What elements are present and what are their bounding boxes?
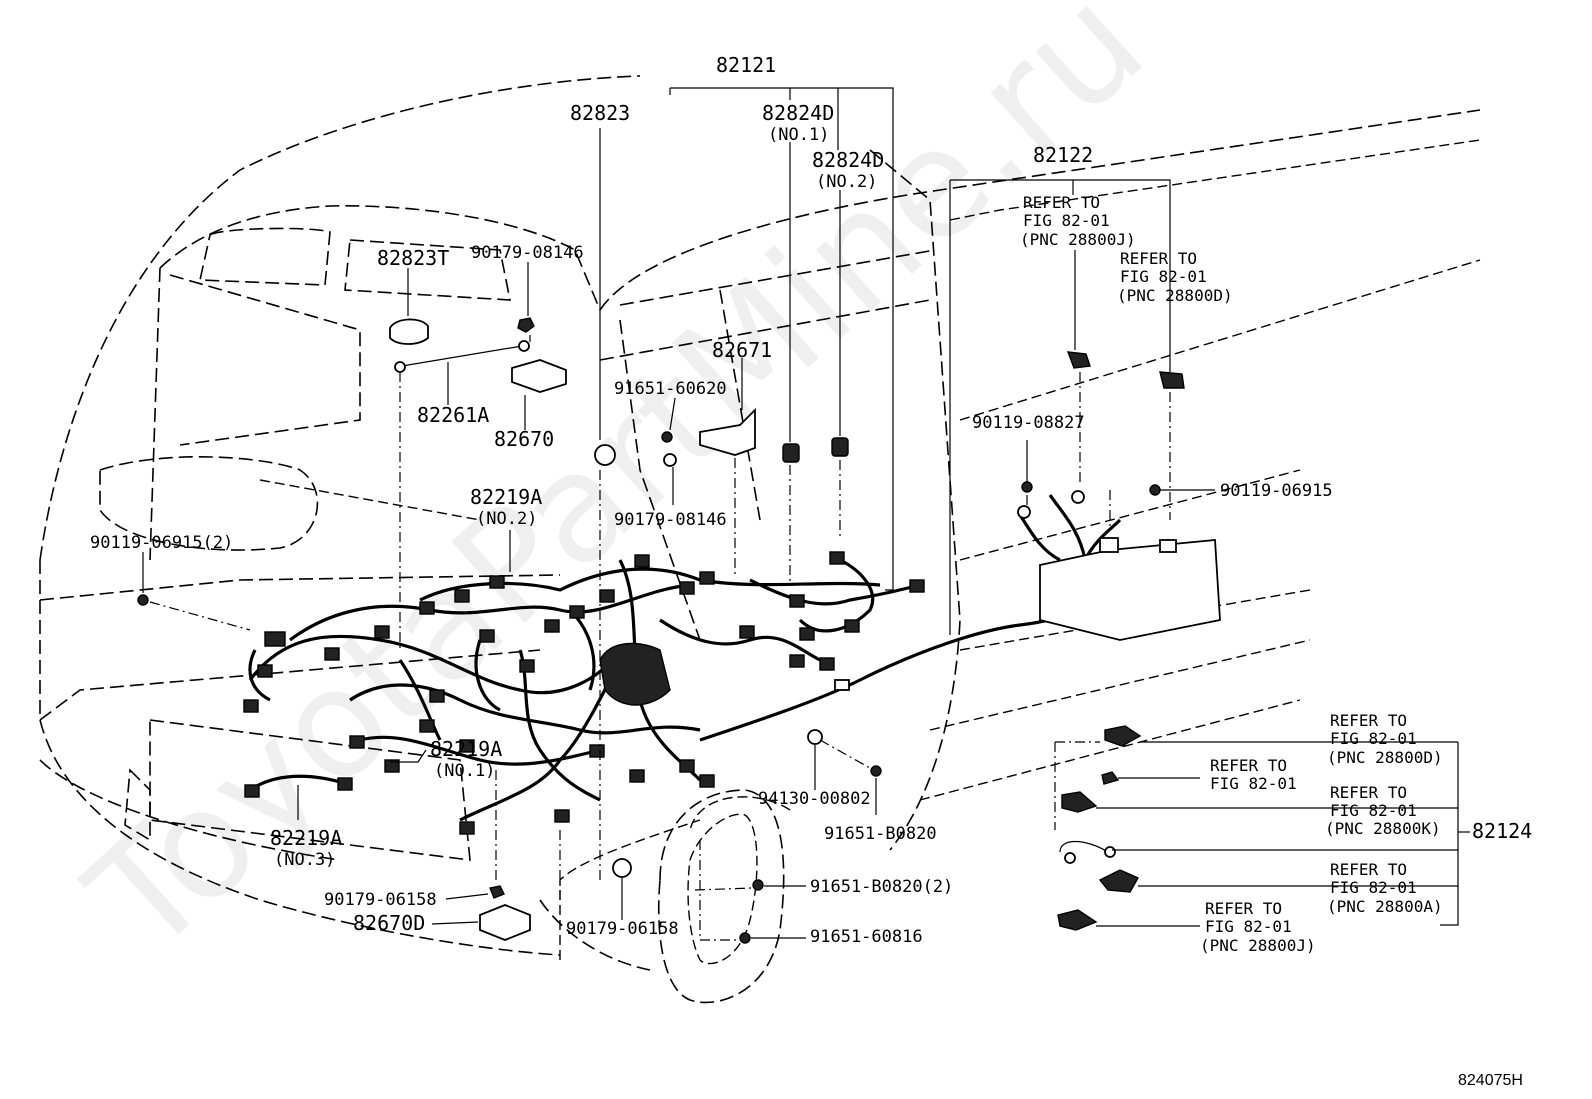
ref-2-line1: REFER TO — [1120, 249, 1197, 268]
label-90119-06915-2: 90119-06915(2) — [90, 533, 233, 553]
ref-6-line1: REFER TO — [1330, 860, 1407, 879]
ref-2-line2: FIG 82-01 — [1120, 267, 1207, 286]
label-82219a-no2: 82219A — [470, 485, 542, 509]
figure-code: 824075H — [1458, 1072, 1523, 1089]
label-82824d-no1: 82824D — [762, 101, 834, 125]
leader-lines — [142, 87, 1470, 941]
ref-5-line1: REFER TO — [1330, 783, 1407, 802]
label-82824d-no2: 82824D — [812, 148, 884, 172]
label-90119-08827: 90119-08827 — [972, 413, 1085, 433]
label-82219a-no3-sub: (NO.3) — [274, 850, 335, 870]
label-82670: 82670 — [494, 427, 554, 451]
label-91651-60816: 91651-60816 — [810, 927, 923, 947]
label-82219a-no1-sub: (NO.1) — [434, 761, 495, 781]
label-82261a: 82261A — [417, 403, 489, 427]
ref-7-line3: (PNC 28800J) — [1200, 936, 1316, 955]
ref-1-line2: FIG 82-01 — [1023, 211, 1110, 230]
label-82124: 82124 — [1472, 819, 1532, 843]
label-90119-06915: 90119-06915 — [1220, 481, 1333, 501]
ref-5-line3: (PNC 28800K) — [1325, 819, 1441, 838]
vehicle-body-outline — [39, 75, 1481, 1004]
ref-7-line2: FIG 82-01 — [1205, 917, 1292, 936]
label-90179-08146-b: 90179-08146 — [614, 510, 727, 530]
label-90179-08146-a: 90179-08146 — [471, 243, 584, 263]
label-90179-06158-b: 90179-06158 — [566, 919, 679, 939]
ref-3-line1: REFER TO — [1330, 711, 1407, 730]
reference-notes: REFER TO FIG 82-01 (PNC 28800J) REFER TO… — [1020, 193, 1443, 955]
label-82219a-no1: 82219A — [430, 737, 502, 761]
label-90179-06158-a: 90179-06158 — [324, 890, 437, 910]
label-82824d-no1-sub: (NO.1) — [768, 125, 829, 145]
label-91651-b0820-2: 91651-B0820(2) — [810, 877, 953, 897]
ref-4-line1: REFER TO — [1210, 756, 1287, 775]
label-82219a-no3: 82219A — [270, 826, 342, 850]
label-91651-b0820: 91651-B0820 — [824, 824, 937, 844]
ref-6-line2: FIG 82-01 — [1330, 878, 1417, 897]
label-82219a-no2-sub: (NO.2) — [476, 509, 537, 529]
ref-2-line3: (PNC 28800D) — [1117, 286, 1233, 305]
ref-5-line2: FIG 82-01 — [1330, 801, 1417, 820]
label-82670d: 82670D — [353, 911, 425, 935]
label-82824d-no2-sub: (NO.2) — [816, 172, 877, 192]
label-82122: 82122 — [1033, 143, 1093, 167]
ref-6-line3: (PNC 28800A) — [1327, 897, 1443, 916]
label-82121: 82121 — [716, 53, 776, 77]
ref-4-line2: FIG 82-01 — [1210, 774, 1297, 793]
label-82671: 82671 — [712, 338, 772, 362]
small-parts — [137, 317, 1221, 944]
label-82823t: 82823T — [377, 246, 449, 270]
part-labels: 82121 82823 82824D (NO.1) 82824D (NO.2) … — [90, 53, 1532, 947]
label-94130-00802: 94130-00802 — [758, 789, 871, 809]
ref-1-line3: (PNC 28800J) — [1020, 230, 1136, 249]
watermark: ToyotaPartMine.ru — [57, 0, 1176, 987]
ref-1-line1: REFER TO — [1023, 193, 1100, 212]
label-91651-60620: 91651-60620 — [614, 379, 727, 399]
label-82823: 82823 — [570, 101, 630, 125]
ref-3-line3: (PNC 28800D) — [1327, 748, 1443, 767]
ref-3-line2: FIG 82-01 — [1330, 729, 1417, 748]
ref-7-line1: REFER TO — [1205, 899, 1282, 918]
